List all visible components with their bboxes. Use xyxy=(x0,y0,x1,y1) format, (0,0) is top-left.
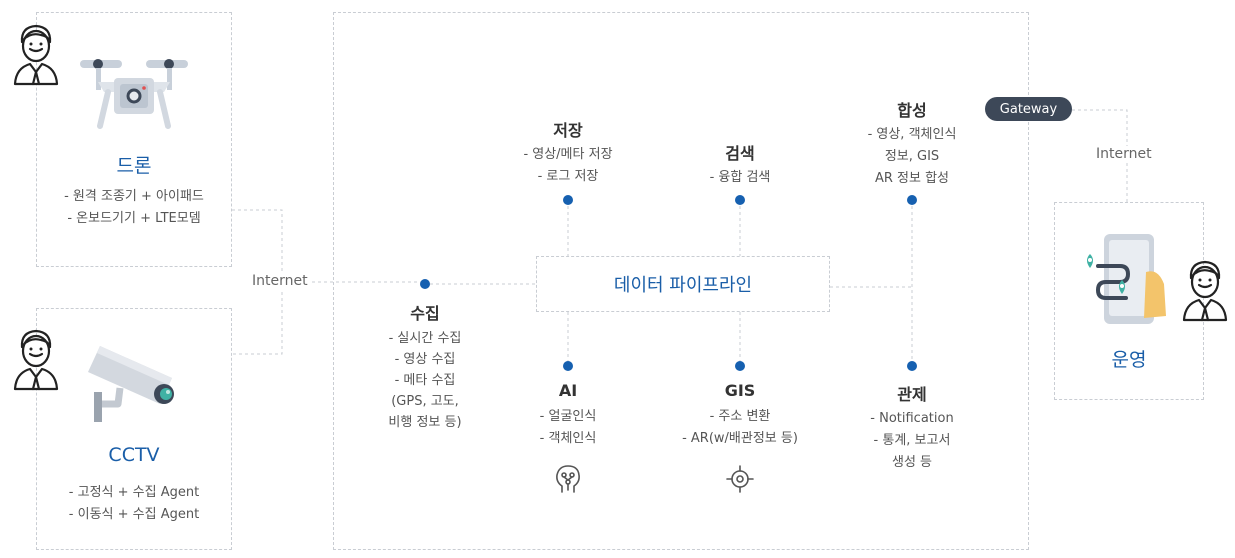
cctv-title: CCTV xyxy=(108,444,160,466)
drone-box xyxy=(36,12,232,267)
drone-details: - 원격 조종기 + 아이패드 - 온보드기기 + LTE모뎀 xyxy=(36,186,232,230)
gis-target-icon xyxy=(726,465,754,493)
drone-detail-line: - 원격 조종기 + 아이패드 xyxy=(64,189,204,204)
synthesis-detail-line: AR 정보 합성 xyxy=(874,171,950,186)
control-detail-line: - Notification xyxy=(870,411,954,426)
platform-box xyxy=(333,12,1029,550)
operation-title: 운영 xyxy=(1111,349,1147,371)
ai-details: - 얼굴인식 - 객체인식 xyxy=(488,406,648,450)
collect-detail-line: - 메타 수집 xyxy=(394,373,456,388)
drone-detail-line: - 온보드기기 + LTE모뎀 xyxy=(67,211,201,226)
ai-node xyxy=(563,361,573,371)
person-icon xyxy=(13,329,59,391)
synthesis-detail-line: - 영상, 객체인식 xyxy=(867,127,957,142)
control-node xyxy=(907,361,917,371)
synthesis-details: - 영상, 객체인식 정보, GIS AR 정보 합성 xyxy=(832,124,992,190)
search-detail-line: - 융합 검색 xyxy=(709,170,771,185)
control-details: - Notification - 통계, 보고서 생성 등 xyxy=(832,408,992,474)
synthesis-node xyxy=(907,195,917,205)
ai-detail-line: - 객체인식 xyxy=(539,431,597,446)
gis-details: - 주소 변환 - AR(w/배관정보 등) xyxy=(655,406,825,450)
gis-detail-line: - 주소 변환 xyxy=(709,409,771,424)
gateway-badge: Gateway xyxy=(985,97,1072,121)
person-icon xyxy=(1182,260,1228,322)
internet-label-right: Internet xyxy=(1093,146,1155,162)
collect-detail-line: 비행 정보 등) xyxy=(388,415,462,430)
ai-detail-line: - 얼굴인식 xyxy=(539,409,597,424)
storage-title: 저장 xyxy=(553,121,583,140)
person-icon xyxy=(13,24,59,86)
gis-detail-line: - AR(w/배관정보 등) xyxy=(682,431,798,446)
collect-title: 수집 xyxy=(410,304,440,323)
search-details: - 융합 검색 xyxy=(660,167,820,189)
control-detail-line: - 통계, 보고서 xyxy=(873,433,951,448)
storage-detail-line: - 로그 저장 xyxy=(537,169,599,184)
search-title: 검색 xyxy=(725,144,755,163)
cctv-details: - 고정식 + 수집 Agent - 이동식 + 수집 Agent xyxy=(36,482,232,526)
operation-box xyxy=(1054,202,1204,400)
collect-detail-line: (GPS, 고도, xyxy=(391,394,459,409)
search-node xyxy=(735,195,745,205)
control-detail-line: 생성 등 xyxy=(891,455,932,470)
cctv-camera-icon xyxy=(88,346,174,422)
storage-node xyxy=(563,195,573,205)
collect-detail-line: - 실시간 수집 xyxy=(388,331,462,346)
synthesis-title: 합성 xyxy=(897,101,927,120)
mobile-map-icon xyxy=(1087,234,1166,324)
ai-title: AI xyxy=(558,381,578,400)
synthesis-detail-line: 정보, GIS xyxy=(884,149,940,164)
cctv-box xyxy=(36,308,232,550)
ai-brain-icon xyxy=(556,465,580,493)
collect-detail-line: - 영상 수집 xyxy=(394,352,456,367)
data-pipeline-box: 데이터 파이프라인 xyxy=(536,256,830,312)
drone-icon xyxy=(80,59,188,129)
storage-detail-line: - 영상/메타 저장 xyxy=(523,147,613,162)
gis-node xyxy=(735,361,745,371)
gateway-to-operation-line xyxy=(1072,109,1128,202)
storage-details: - 영상/메타 저장 - 로그 저장 xyxy=(488,144,648,188)
data-pipeline-label: 데이터 파이프라인 xyxy=(613,275,753,296)
cctv-detail-line: - 이동식 + 수집 Agent xyxy=(68,507,200,522)
gis-title: GIS xyxy=(724,381,756,400)
drone-title: 드론 xyxy=(116,155,152,177)
collect-node xyxy=(420,279,430,289)
control-title: 관제 xyxy=(897,385,927,404)
internet-label-left: Internet xyxy=(249,273,311,289)
cctv-detail-line: - 고정식 + 수집 Agent xyxy=(68,485,200,500)
collect-details: - 실시간 수집 - 영상 수집 - 메타 수집 (GPS, 고도, 비행 정보… xyxy=(355,328,495,433)
